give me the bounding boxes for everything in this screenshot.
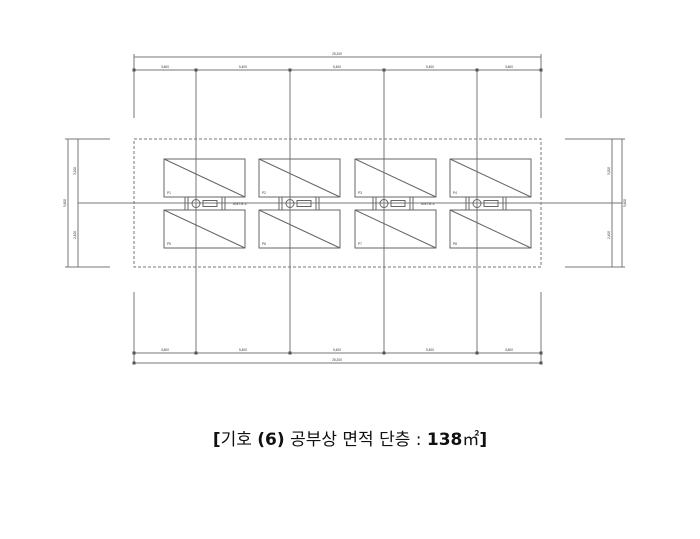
connector-3 [372, 196, 414, 211]
top-segment-5: 3,600 [505, 65, 513, 69]
bottom-segment-2: 5,400 [239, 348, 247, 352]
unit-label: P1 [167, 191, 171, 195]
unit-label: P2 [262, 191, 266, 195]
unit-label: P8 [453, 242, 457, 246]
caption-close-bracket: ] [479, 430, 488, 450]
top-overall-label: 25,200 [332, 52, 342, 56]
floor-plan-drawing: 25,200 3,600 5,400 5,400 5,400 3,600 3,6… [63, 52, 627, 365]
caption-area: 138 [426, 430, 463, 450]
bottom-segment-4: 5,400 [426, 348, 434, 352]
right-segment-1: 3,200 [607, 167, 611, 175]
right-overall-label: 5,600 [623, 199, 627, 207]
top-segment-2: 5,400 [239, 65, 247, 69]
caption-prefix: 기호 [220, 430, 252, 450]
connector-label-2: UNIT-B ② [421, 202, 435, 206]
caption-desc: 공부상 면적 단층 : [290, 430, 422, 450]
connector-1 [184, 196, 226, 211]
bottom-segment-5: 3,600 [505, 348, 513, 352]
unit-label: P3 [358, 191, 362, 195]
left-segment-1: 3,200 [73, 167, 77, 175]
left-segment-2: 2,400 [73, 231, 77, 239]
bottom-segment-1: 3,600 [161, 348, 169, 352]
unit-label: P7 [358, 242, 362, 246]
connector-4 [465, 196, 507, 211]
site-boundary-dashed [133, 138, 542, 268]
top-segment-4: 5,400 [426, 65, 434, 69]
top-segment-1: 3,600 [161, 65, 169, 69]
connector-2 [278, 196, 320, 211]
figure-caption: [기호 (6) 공부상 면적 단층 : 138㎡] [0, 425, 700, 450]
caption-unit: ㎡ [462, 430, 480, 450]
connector-label-1: UNIT-B ① [233, 202, 247, 206]
bottom-overall-label: 25,200 [332, 358, 342, 362]
bottom-segment-3: 5,400 [333, 348, 341, 352]
caption-open-bracket: [ [212, 430, 221, 450]
unit-label: P6 [262, 242, 266, 246]
left-overall-label: 5,600 [63, 199, 67, 207]
unit-label: P5 [167, 242, 171, 246]
caption-number: (6) [257, 430, 285, 450]
unit-label: P4 [453, 191, 457, 195]
right-segment-2: 2,400 [607, 231, 611, 239]
top-segment-3: 5,400 [333, 65, 341, 69]
